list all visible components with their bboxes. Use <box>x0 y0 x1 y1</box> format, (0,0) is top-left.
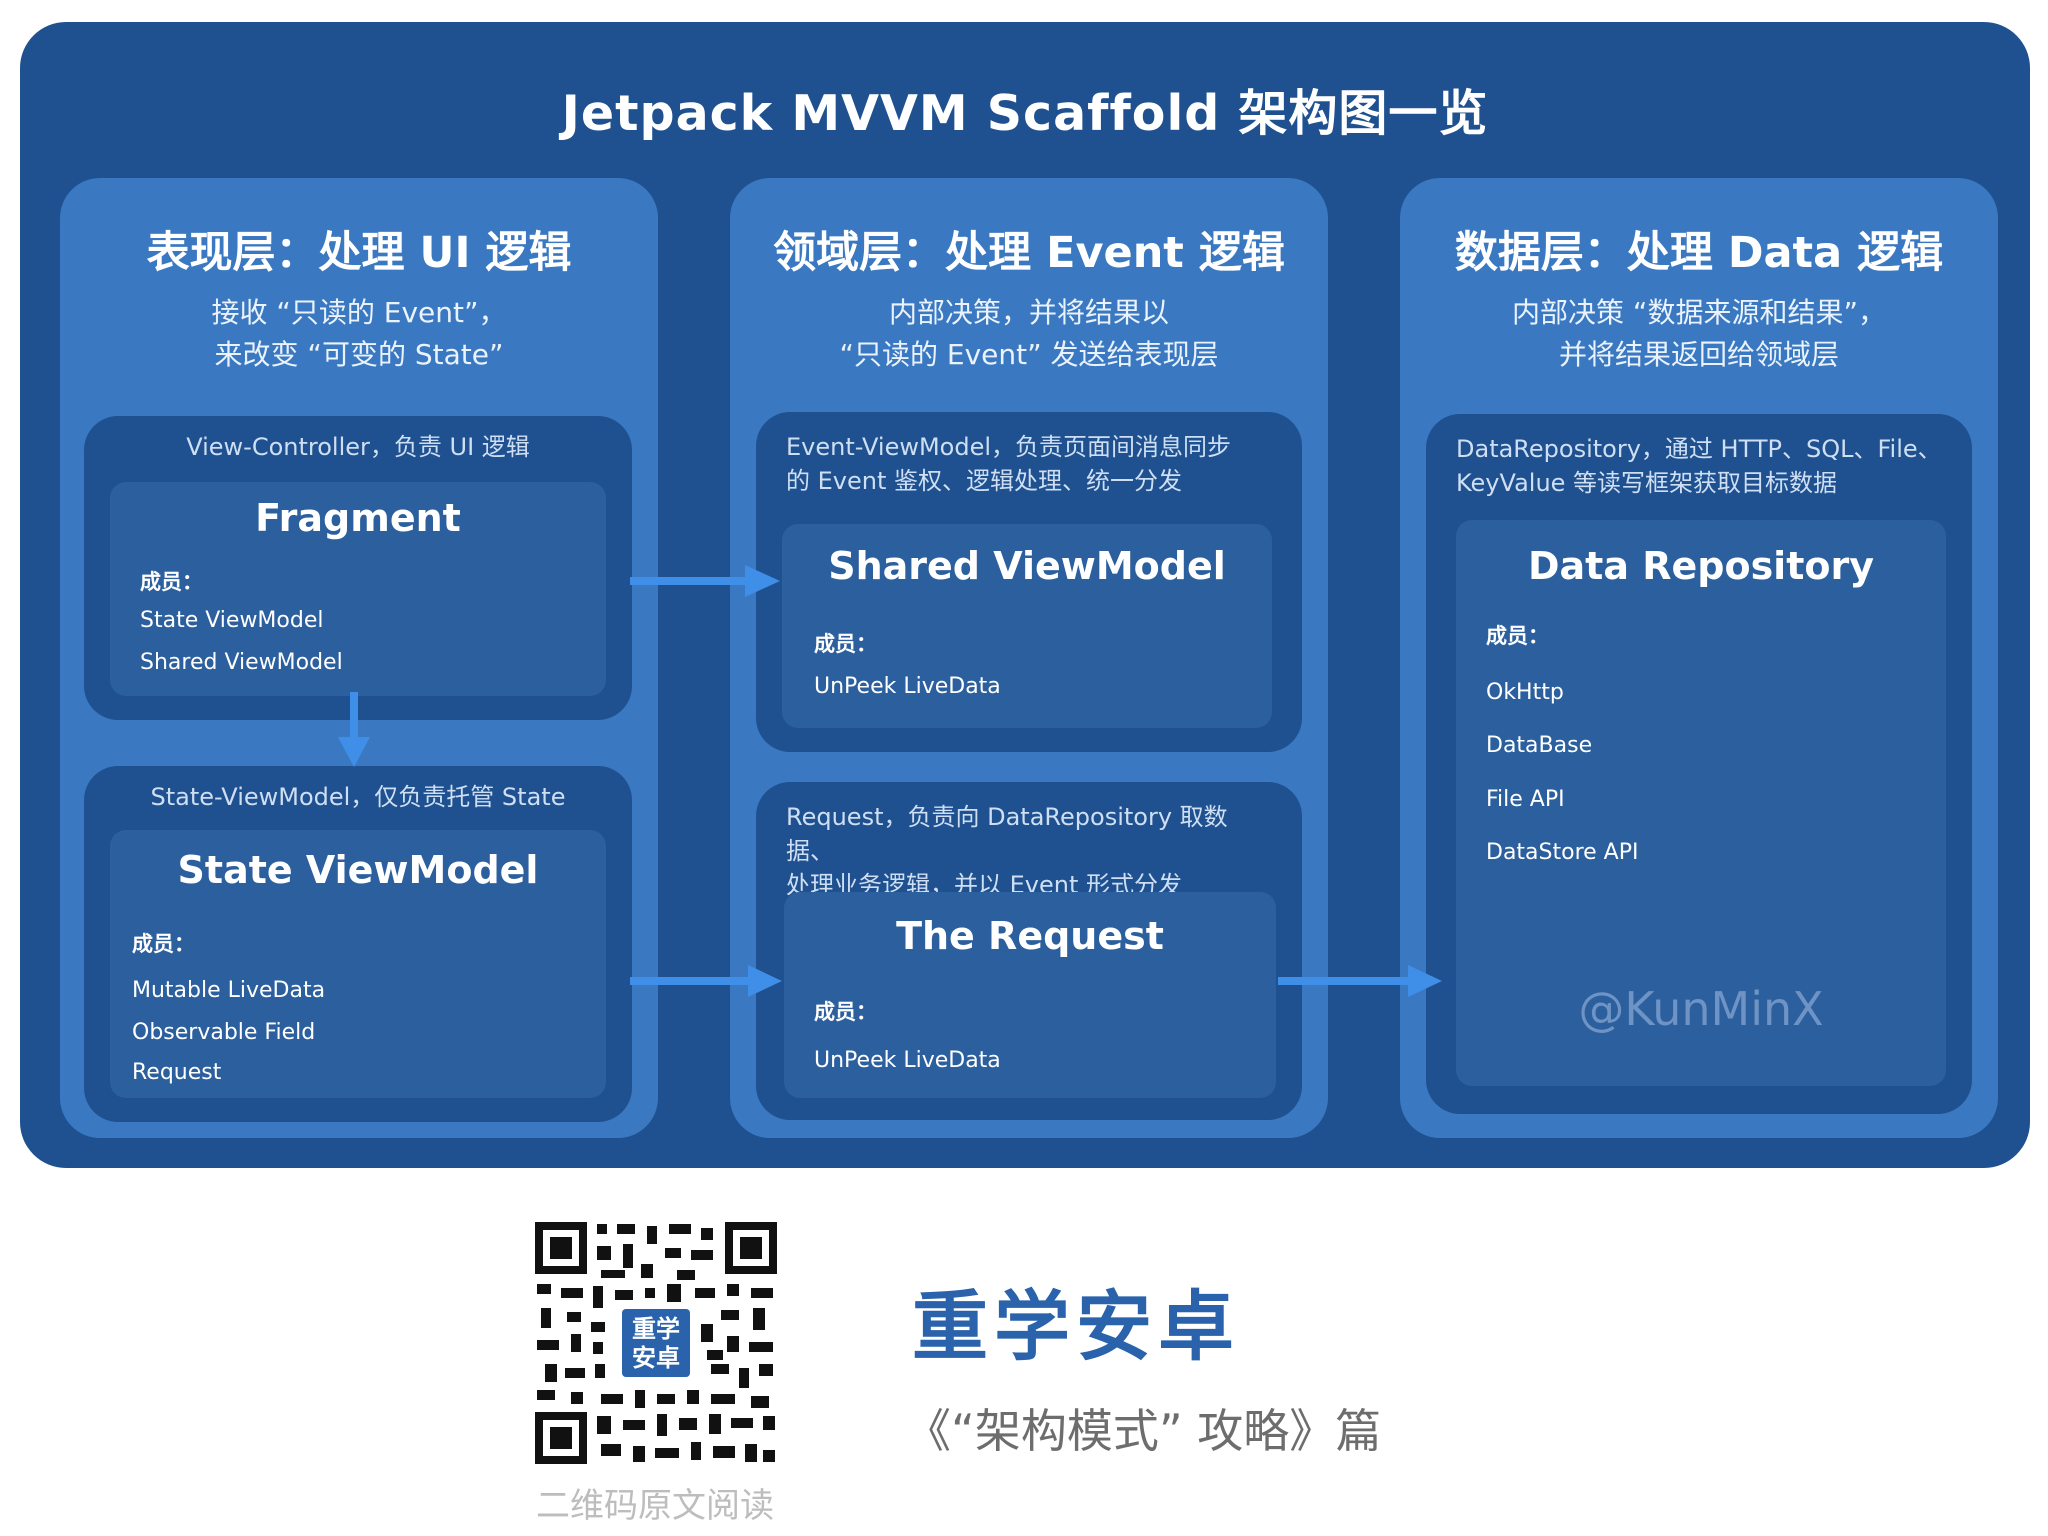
members-label: 成员： <box>140 570 203 594</box>
member-item: File API <box>1486 787 1565 812</box>
arrow-right-icon <box>630 965 782 997</box>
caption-line: Event-ViewModel，负责页面间消息同步 <box>786 433 1232 461</box>
domain-layer-column: 领域层：处理 Event 逻辑 内部决策，并将结果以 “只读的 Event” 发… <box>730 178 1328 1138</box>
shared-viewmodel-card: Shared ViewModel 成员： UnPeek LiveData <box>782 524 1272 728</box>
card-title: The Request <box>896 914 1164 958</box>
panel-caption: DataRepository，通过 HTTP、SQL、File、 KeyValu… <box>1456 432 1942 500</box>
member-item: UnPeek LiveData <box>814 1048 1001 1073</box>
arrow-right-icon <box>1278 965 1442 997</box>
qr-logo-text: 重学 <box>632 1314 680 1343</box>
panel-caption: State-ViewModel，仅负责托管 State <box>150 783 566 811</box>
member-item: State ViewModel <box>140 608 324 633</box>
panel-caption: Event-ViewModel，负责页面间消息同步 的 Event 鉴权、逻辑处… <box>786 430 1272 498</box>
arrow-down-icon <box>338 692 370 767</box>
member-item: DataStore API <box>1486 840 1639 865</box>
column-description: 内部决策 “数据来源和结果”， 并将结果返回给领域层 <box>1400 292 1998 376</box>
card-title: Fragment <box>255 496 461 540</box>
caption-line: 的 Event 鉴权、逻辑处理、统一分发 <box>786 467 1183 495</box>
members-label: 成员： <box>814 632 877 656</box>
state-viewmodel-card: State ViewModel 成员： Mutable LiveData Obs… <box>110 830 606 1098</box>
description-line: 接收 “只读的 Event”， <box>211 296 507 329</box>
fragment-card: Fragment 成员： State ViewModel Shared View… <box>110 482 606 696</box>
members-label: 成员： <box>1486 624 1549 648</box>
caption-line: Request，负责向 DataRepository 取数据、 <box>786 803 1228 865</box>
member-item: DataBase <box>1486 733 1593 758</box>
article-subtitle: 《“架构模式” 攻略》篇 <box>905 1404 1382 1458</box>
qr-caption: 二维码原文阅读 <box>536 1486 774 1526</box>
card-title: Data Repository <box>1528 544 1874 588</box>
watermark-text: @KunMinX <box>1578 982 1824 1036</box>
the-request-card: The Request 成员： UnPeek LiveData <box>784 892 1276 1098</box>
member-item: Mutable LiveData <box>132 978 326 1003</box>
request-panel: Request，负责向 DataRepository 取数据、 处理业务逻辑，并… <box>756 782 1302 1120</box>
member-item: Shared ViewModel <box>140 650 343 675</box>
column-description: 接收 “只读的 Event”， 来改变 “可变的 State” <box>60 292 658 376</box>
member-item: Request <box>132 1060 222 1085</box>
description-line: 内部决策 “数据来源和结果”， <box>1512 296 1886 329</box>
panel-caption: View-Controller，负责 UI 逻辑 <box>186 433 530 461</box>
state-viewmodel-panel: State-ViewModel，仅负责托管 State State ViewMo… <box>84 766 632 1122</box>
data-repository-card: Data Repository 成员： OkHttp DataBase File… <box>1456 520 1946 1086</box>
member-item: UnPeek LiveData <box>814 674 1001 699</box>
description-line: 内部决策，并将结果以 <box>888 296 1169 329</box>
members-label: 成员： <box>814 1000 877 1024</box>
qr-code-icon: 重学 安卓 <box>531 1218 781 1468</box>
architecture-board: Jetpack MVVM Scaffold 架构图一览 表现层：处理 UI 逻辑… <box>20 22 2030 1168</box>
column-title: 领域层：处理 Event 逻辑 <box>773 228 1285 278</box>
qr-logo-text: 安卓 <box>632 1343 680 1372</box>
column-title: 数据层：处理 Data 逻辑 <box>1454 228 1944 278</box>
card-title: Shared ViewModel <box>828 544 1226 588</box>
view-controller-panel: View-Controller，负责 UI 逻辑 Fragment 成员： St… <box>84 416 632 720</box>
member-item: OkHttp <box>1486 680 1564 705</box>
column-title: 表现层：处理 UI 逻辑 <box>146 228 572 278</box>
arrow-right-icon <box>630 565 780 597</box>
member-item: Observable Field <box>132 1020 316 1045</box>
data-layer-column: 数据层：处理 Data 逻辑 内部决策 “数据来源和结果”， 并将结果返回给领域… <box>1400 178 1998 1138</box>
diagram-title: Jetpack MVVM Scaffold 架构图一览 <box>561 85 1489 142</box>
brand-name: 重学安卓 <box>912 1282 1240 1371</box>
caption-line: KeyValue 等读写框架获取目标数据 <box>1456 469 1838 497</box>
description-line: “只读的 Event” 发送给表现层 <box>839 338 1219 371</box>
caption-line: DataRepository，通过 HTTP、SQL、File、 <box>1456 435 1942 463</box>
event-viewmodel-panel: Event-ViewModel，负责页面间消息同步 的 Event 鉴权、逻辑处… <box>756 412 1302 752</box>
presentation-layer-column: 表现层：处理 UI 逻辑 接收 “只读的 Event”， 来改变 “可变的 St… <box>60 178 658 1138</box>
description-line: 并将结果返回给领域层 <box>1558 338 1839 371</box>
card-title: State ViewModel <box>177 848 539 892</box>
data-repository-panel: DataRepository，通过 HTTP、SQL、File、 KeyValu… <box>1426 414 1972 1114</box>
column-description: 内部决策，并将结果以 “只读的 Event” 发送给表现层 <box>730 292 1328 376</box>
members-label: 成员： <box>132 932 195 956</box>
description-line: 来改变 “可变的 State” <box>214 338 504 371</box>
flow-arrows <box>338 565 1442 997</box>
